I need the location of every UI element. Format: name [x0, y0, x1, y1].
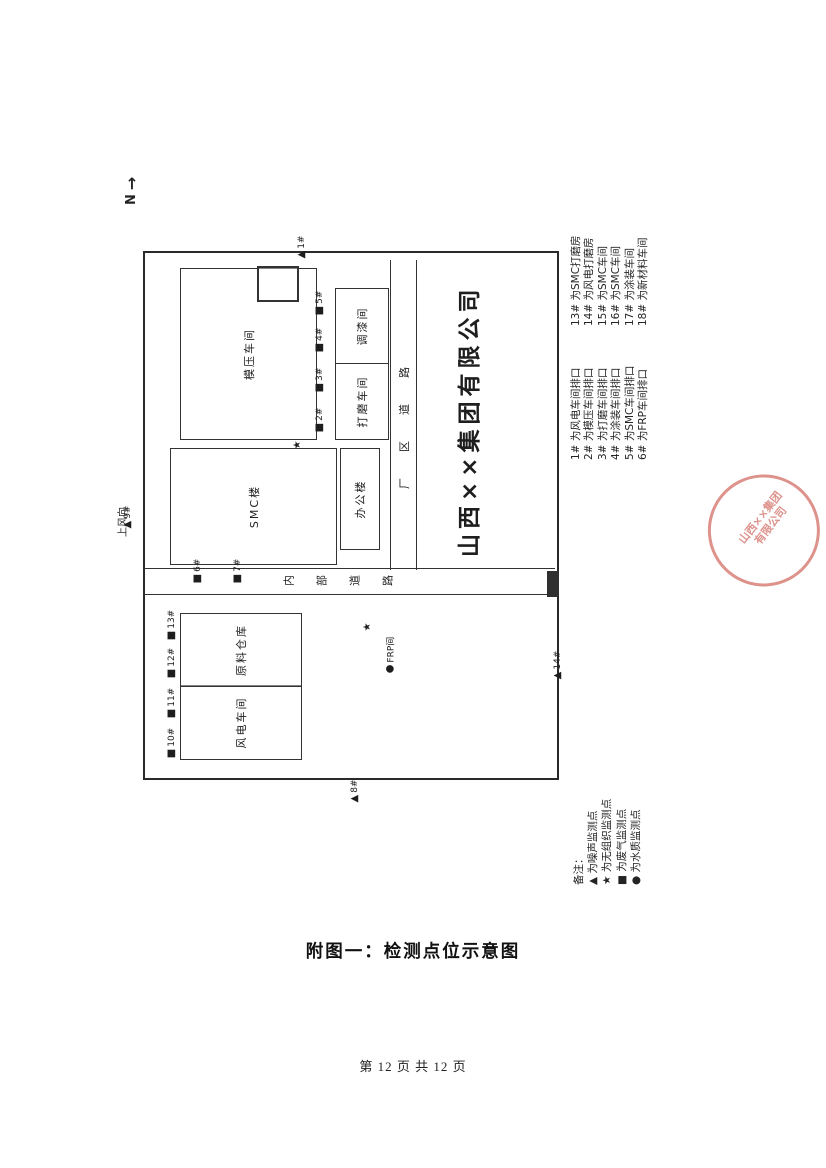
monitor-point-symbol: ■ [232, 573, 243, 584]
monitor-point-id: 13# [167, 609, 177, 629]
building-label: 办公楼 [354, 479, 367, 519]
building-paint-mixing-room: 调漆间 [335, 288, 389, 364]
monitor-point-13: ■13# [166, 609, 177, 641]
monitor-point-id: 1# [297, 235, 307, 249]
monitor-point-4: ■4# [314, 327, 325, 353]
north-label: N [124, 194, 139, 205]
plant-road: 厂区道路 [390, 260, 417, 570]
monitor-point-id: 12# [167, 647, 177, 667]
legend-item-6: 13# 为SMC打磨房 [570, 235, 582, 326]
monitor-point-5: ■5# [314, 290, 325, 316]
legend-item-2: 3# 为打磨车间排口 [596, 367, 609, 460]
monitor-point-1: ▲1# [296, 235, 307, 259]
monitor-point-id: 5# [315, 290, 325, 304]
monitor-point-symbol: ▲ [122, 520, 133, 529]
plant-road-label: 厂区道路 [397, 341, 411, 489]
monitor-point-symbol: ★ [292, 440, 303, 450]
legend-item-5: 6# 为FRP车间排口 [637, 369, 650, 460]
building-label: 打磨车间 [356, 375, 369, 428]
building-smc-building: SMC楼 [170, 448, 337, 565]
legend-item-3: 4# 为涂装车间排口 [610, 367, 623, 460]
remark-line-2: ★ 为无组织监测点 [601, 798, 614, 885]
monitor-point-10: ■10# [166, 727, 177, 759]
monitor-point-id: 10# [167, 727, 177, 747]
legend-item-1: 2# 为模压车间排口 [583, 367, 596, 460]
monitor-point-6: ■6# [192, 558, 203, 584]
monitor-point-id: 9# [123, 505, 133, 519]
remarks-symbol-key: 备注：▲ 为噪声监测点★ 为无组织监测点■ 为废气监测点● 为水质监测点 [572, 799, 643, 885]
monitor-point-id: 7# [233, 558, 243, 572]
remark-line-3: ■ 为废气监测点 [615, 808, 628, 885]
building-label: 调漆间 [356, 306, 369, 346]
monitor-point-7: ■7# [232, 558, 243, 584]
building-small-room [257, 266, 299, 302]
monitor-point-id: 11# [167, 687, 177, 707]
monitor-point-symbol: ■ [166, 630, 177, 641]
stamp-text-line2: 有限公司 [752, 504, 790, 548]
monitor-point-id: 8# [350, 779, 360, 793]
monitor-point-FRP间: ●FRP间 [384, 637, 397, 674]
monitor-point-11: ■11# [166, 687, 177, 719]
internal-road: 内部道路 [143, 568, 555, 595]
building-office-building: 办公楼 [340, 448, 380, 550]
building-raw-material-warehouse: 原料仓库 [180, 613, 302, 687]
monitor-point-symbol: ■ [314, 342, 325, 353]
internal-road-label: 内部道路 [283, 574, 415, 588]
remark-line-0: 备注： [573, 853, 585, 886]
monitor-point: ★ [362, 622, 373, 632]
legend-item-0: 1# 为风电车间排口 [570, 367, 582, 460]
monitor-point-id: 4# [315, 327, 325, 341]
monitor-point-3: ■3# [314, 367, 325, 393]
monitor-point-8: ▲8# [349, 779, 360, 803]
company-name-label: 山西××集团有限公司 [457, 284, 483, 557]
monitor-point-symbol: ● [384, 664, 395, 674]
monitor-point-symbol: ■ [166, 708, 177, 719]
building-grinding-workshop: 打磨车间 [335, 363, 389, 440]
monitor-point-symbol: ■ [166, 668, 177, 679]
north-compass: N → [122, 177, 141, 205]
monitor-point-symbol: ▲ [296, 250, 307, 259]
monitor-point-symbol: ▲ [349, 794, 360, 803]
figure-caption: 附图一：检测点位示意图 [305, 941, 521, 961]
building-label: 风电车间 [235, 696, 248, 749]
monitor-point-id: 6# [193, 558, 203, 572]
monitor-point-symbol: ■ [166, 748, 177, 759]
north-arrow-icon: → [122, 176, 141, 191]
monitor-point-12: ■12# [166, 647, 177, 679]
legend-item-11: 18# 为新材料车间 [637, 237, 650, 327]
stamp-text-line1: 山西××集团 [736, 489, 785, 547]
legend-item-9: 16# 为SMC车间 [610, 245, 623, 326]
legend-item-10: 17# 为涂装车间 [623, 248, 636, 326]
monitor-point-symbol: ■ [192, 573, 203, 584]
monitor-point-symbol: ■ [314, 422, 325, 433]
monitor-point: ★ [292, 440, 303, 450]
stamp-text: 山西××集团 有限公司 [723, 472, 809, 572]
monitor-point-id: FRP间 [386, 636, 397, 663]
monitor-point-14: ▲14# [552, 650, 563, 680]
remark-line-1: ▲ 为噪声监测点 [587, 810, 600, 885]
legend-item-4: 5# 为SMC车间排口 [623, 365, 636, 460]
monitor-point-9: ▲9# [122, 505, 133, 529]
building-wind-power-workshop: 风电车间 [180, 685, 302, 760]
building-label: SMC楼 [247, 484, 261, 529]
monitor-point-id: 3# [315, 367, 325, 381]
building-label: 模压车间 [242, 328, 256, 380]
monitor-point-id: 14# [553, 650, 563, 670]
monitor-point-symbol: ▲ [552, 671, 563, 680]
monitor-point-symbol: ■ [314, 382, 325, 393]
legend-item-8: 15# 为SMC车间 [596, 245, 609, 326]
monitor-point-symbol: ■ [314, 305, 325, 316]
factory-gate [547, 571, 559, 597]
monitor-point-symbol: ★ [362, 622, 373, 632]
monitor-point-2: ■2# [314, 407, 325, 433]
legend-item-7: 14# 为风电打磨房 [583, 237, 596, 327]
monitor-point-id: 2# [315, 407, 325, 421]
remark-line-4: ● 为水质监测点 [629, 809, 642, 886]
page-number-footer: 第 12 页 共 12 页 [359, 1059, 467, 1074]
building-label: 原料仓库 [235, 624, 248, 676]
